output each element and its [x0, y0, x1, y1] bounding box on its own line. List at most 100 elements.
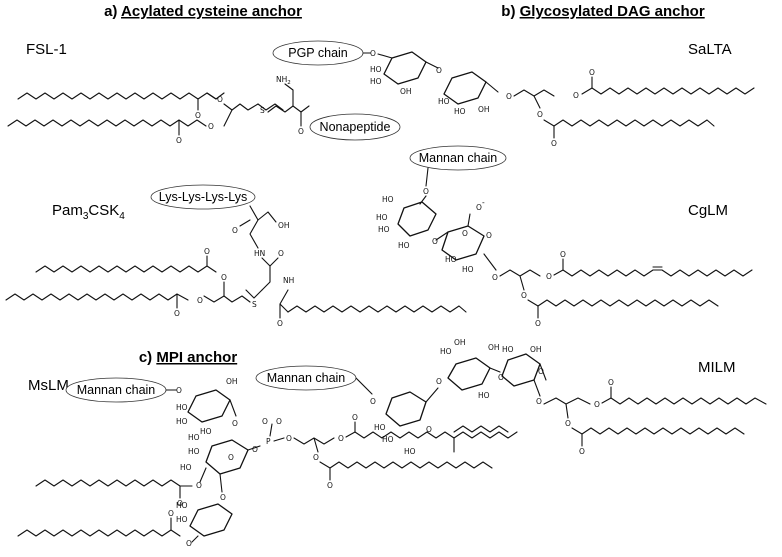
mslm-o-p1: O [252, 445, 258, 454]
mslm-o-ester-1: O [338, 434, 344, 443]
salta-o-glyco-1: O [436, 66, 442, 75]
fsl1-nonapeptide-ellipse [309, 113, 401, 141]
milm-o-carbonyl-1: O [608, 378, 614, 387]
milm-oh-3: OH [530, 345, 542, 354]
milm-glycerol [543, 397, 591, 405]
mslm-o-ester-4: O [186, 539, 192, 548]
fsl1-acyl-chain-2 [7, 119, 207, 127]
cglm-ho-4: HO [398, 241, 410, 250]
pam-o-carbonyl-2: O [174, 309, 180, 318]
mslm-ho-7: HO [176, 501, 188, 510]
milm-mannan-link [355, 377, 373, 395]
fsl1-o-carbonyl-1: O [195, 111, 201, 120]
cglm-oleoyl-chain [562, 269, 753, 277]
fsl1-acyl-chain-1 [17, 92, 225, 100]
name-mslm: MsLM [28, 377, 69, 394]
mslm-ino-o [199, 467, 207, 483]
fsl1-to-s [257, 103, 284, 111]
salta-acyl-chain-1 [591, 87, 755, 95]
pam-ser-backbone [249, 205, 259, 249]
milm-to-glycerol [533, 379, 541, 397]
cglm-mannan-label: Mannan chain [419, 151, 498, 165]
mslm-glycerol-o [313, 437, 319, 453]
mslm-ester-bond-2 [319, 461, 331, 469]
cglm-ester-bond-2 [527, 299, 539, 307]
name-milm: MILM [698, 359, 736, 376]
milm-ester-bond-2 [571, 427, 583, 435]
salta-glucose-1-ring [383, 51, 427, 85]
cglm-ho-1: HO [382, 195, 394, 204]
cglm-minus: - [482, 198, 485, 207]
name-pam3csk4: Pam3CSK4 [52, 202, 125, 222]
fsl1-nonapeptide-label: Nonapeptide [320, 120, 391, 134]
salta-o-link: O [370, 49, 376, 58]
fsl1-o-carbonyl-2: O [176, 136, 182, 145]
fsl1-o-amide: O [298, 127, 304, 136]
cglm-glyco-bond-2 [483, 253, 497, 271]
fsl1-structure: O O O O S NH2 O Nonapeptide [7, 75, 401, 145]
salta-oh-1: OH [400, 87, 412, 96]
fsl1-glycerol [223, 103, 259, 111]
salta-ho-2: HO [370, 77, 382, 86]
mslm-ho-5: HO [188, 447, 200, 456]
pam-lys-label: Lys-Lys-Lys-Lys [159, 190, 247, 204]
fsl1-glycerol-o [223, 109, 233, 127]
mslm-o-p4: O [286, 434, 292, 443]
mslm-o-p2: O [262, 417, 268, 426]
milm-o-ester-2: O [565, 419, 571, 428]
milm-o-ino: O [538, 367, 544, 376]
cglm-o-glyco: O [432, 237, 438, 246]
milm-o-ester-1: O [594, 400, 600, 409]
mslm-o-p3: O [276, 417, 282, 426]
mslm-mannose-2-ring [189, 503, 233, 537]
section-a-title: a) Acylated cysteine anchor [104, 3, 302, 20]
salta-o-glyco-2: O [506, 92, 512, 101]
cglm-ho-6: HO [462, 265, 474, 274]
cglm-c6 [419, 195, 427, 205]
milm-oh-2: OH [488, 343, 500, 352]
milm-o-glyco-1: O [436, 377, 442, 386]
cglm-o-glyco-2: O [492, 273, 498, 282]
mslm-man-o [191, 535, 199, 543]
cglm-mannose-ring [397, 201, 437, 237]
pam-ser-co [239, 219, 251, 227]
cglm-o-carboxyl: O [462, 229, 468, 238]
milm-ho-2: HO [382, 435, 394, 444]
milm-o-1: O [426, 425, 432, 434]
mslm-ho-4: HO [188, 433, 200, 442]
salta-glycerol [513, 89, 555, 97]
mslm-ho-1: HO [176, 403, 188, 412]
salta-ester-bond-2 [543, 119, 555, 127]
cglm-glyco-bond [435, 231, 449, 241]
salta-o-ester-2: O [537, 110, 543, 119]
cglm-o-minus: O [476, 203, 482, 212]
cglm-glycerol [499, 269, 541, 277]
cglm-o-carbonyl-2: O [535, 319, 541, 328]
salta-structure: PGP chain O HO HO OH O HO HO OH O O O O … [272, 40, 755, 148]
salta-ho-3: HO [438, 97, 450, 106]
milm-ho-4: HO [440, 347, 452, 356]
name-cglm: CgLM [688, 202, 728, 219]
milm-glyco-1 [425, 387, 439, 403]
mslm-ho-2: HO [176, 417, 188, 426]
salta-ho-4: HO [454, 107, 466, 116]
mslm-o-glyco-2: O [220, 493, 226, 502]
mslm-ho-8: HO [176, 515, 188, 524]
mslm-to-p [247, 445, 261, 451]
mslm-o-carbonyl-1: O [352, 413, 358, 422]
salta-c6-1 [377, 53, 393, 59]
milm-o-glycerol: O [536, 397, 542, 406]
milm-glycerol-o [565, 403, 569, 419]
pam-hn: HN [254, 249, 265, 258]
mslm-palmitoyl-chain [329, 461, 493, 469]
mslm-mannan-label: Mannan chain [77, 383, 156, 397]
salta-o-ester-1: O [573, 91, 579, 100]
mslm-o-glyco-1: O [232, 419, 238, 428]
mslm-acyl-chain-left [35, 479, 193, 487]
mslm-o-ring: O [228, 453, 234, 462]
mslm-o-ester-3: O [196, 481, 202, 490]
pam-acyl-chain-3 [287, 305, 467, 313]
pam-nh: NH [283, 276, 294, 285]
